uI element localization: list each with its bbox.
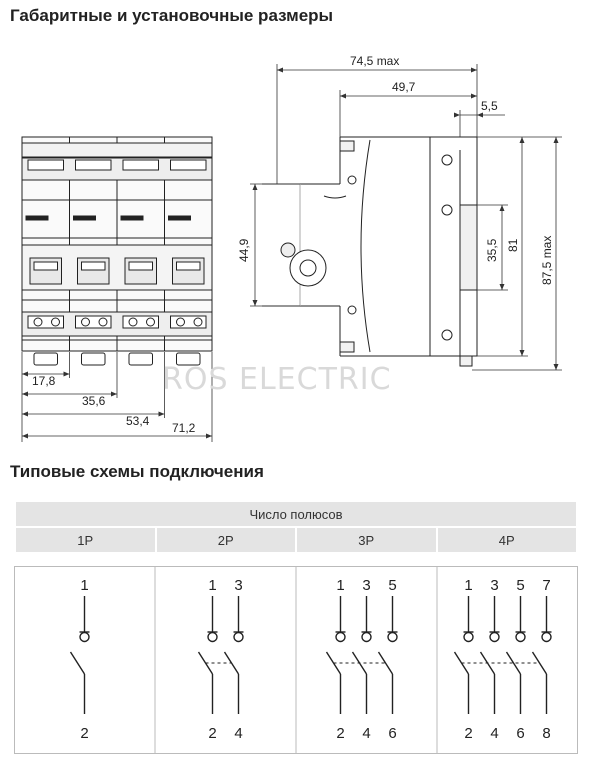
terminal-bottom-label: 4	[234, 725, 242, 742]
breaker-module	[25, 159, 64, 329]
terminal-top-label: 7	[542, 577, 550, 594]
wiring-schemes: 1 2 1 2 3 4 1 2 3 4 5 6 1 2 3 4 5 6 7 8	[69, 566, 552, 754]
breaker-module	[120, 159, 159, 329]
din-clip	[176, 352, 201, 366]
contact-symbol	[325, 596, 346, 714]
din-clip	[128, 352, 153, 366]
dim-71-2: 71,2	[172, 421, 196, 435]
contact-symbol	[69, 596, 90, 714]
dim-5-5: 5,5	[481, 99, 498, 113]
contact-symbol	[223, 596, 244, 714]
contact-symbol	[453, 596, 474, 714]
terminal-top-label: 5	[516, 577, 524, 594]
pole-label-4p: 4P	[437, 528, 576, 552]
terminal-bottom-label: 4	[490, 725, 498, 742]
terminal-bottom-label: 2	[464, 725, 472, 742]
terminal-bottom-label: 6	[516, 725, 524, 742]
din-clip	[33, 352, 58, 366]
pole-label-2p: 2P	[156, 528, 295, 552]
terminal-top-label: 3	[490, 577, 498, 594]
terminal-bottom-label: 6	[388, 725, 396, 742]
terminal-top-label: 1	[80, 577, 88, 594]
terminal-top-label: 1	[336, 577, 344, 594]
dim-44-9: 44,9	[237, 238, 251, 262]
breaker-module	[168, 159, 207, 329]
terminal-bottom-label: 2	[208, 725, 216, 742]
din-clip	[81, 352, 106, 366]
front-view-drawing: 17,8 35,6 53,4 71,2	[21, 54, 562, 442]
pole-label-1p: 1P	[16, 528, 155, 552]
dim-49-7: 49,7	[392, 80, 416, 94]
terminal-top-label: 1	[208, 577, 216, 594]
terminal-top-label: 1	[464, 577, 472, 594]
dim-74-5-max: 74,5 max	[350, 54, 399, 68]
terminal-top-label: 3	[234, 577, 242, 594]
wiring-title: Типовые схемы подключения	[10, 462, 264, 481]
contact-symbol	[351, 596, 372, 714]
terminal-top-label: 3	[362, 577, 370, 594]
dimensions-title: Габаритные и установочные размеры	[10, 6, 334, 25]
contact-symbol	[377, 596, 398, 714]
contact-symbol	[505, 596, 526, 714]
dim-17-8: 17,8	[32, 374, 56, 388]
terminal-top-label: 5	[388, 577, 396, 594]
contact-symbol	[197, 596, 218, 714]
dim-35-6: 35,6	[82, 394, 106, 408]
dim-53-4: 53,4	[126, 414, 150, 428]
breaker-module	[73, 159, 112, 329]
dim-35-5: 35,5	[485, 238, 499, 262]
terminal-bottom-label: 2	[80, 725, 88, 742]
terminal-bottom-label: 2	[336, 725, 344, 742]
contact-symbol	[479, 596, 500, 714]
poles-header: Число полюсов	[16, 502, 576, 526]
dim-87-5-max: 87,5 max	[540, 236, 554, 285]
terminal-bottom-label: 8	[542, 725, 550, 742]
dim-81: 81	[506, 238, 520, 252]
pole-label-3p: 3P	[297, 528, 436, 552]
poles-table: Число полюсов 1P 2P 3P 4P	[14, 500, 578, 554]
watermark: ROS ELECTRIC	[162, 362, 392, 397]
terminal-bottom-label: 4	[362, 725, 370, 742]
contact-symbol	[531, 596, 552, 714]
